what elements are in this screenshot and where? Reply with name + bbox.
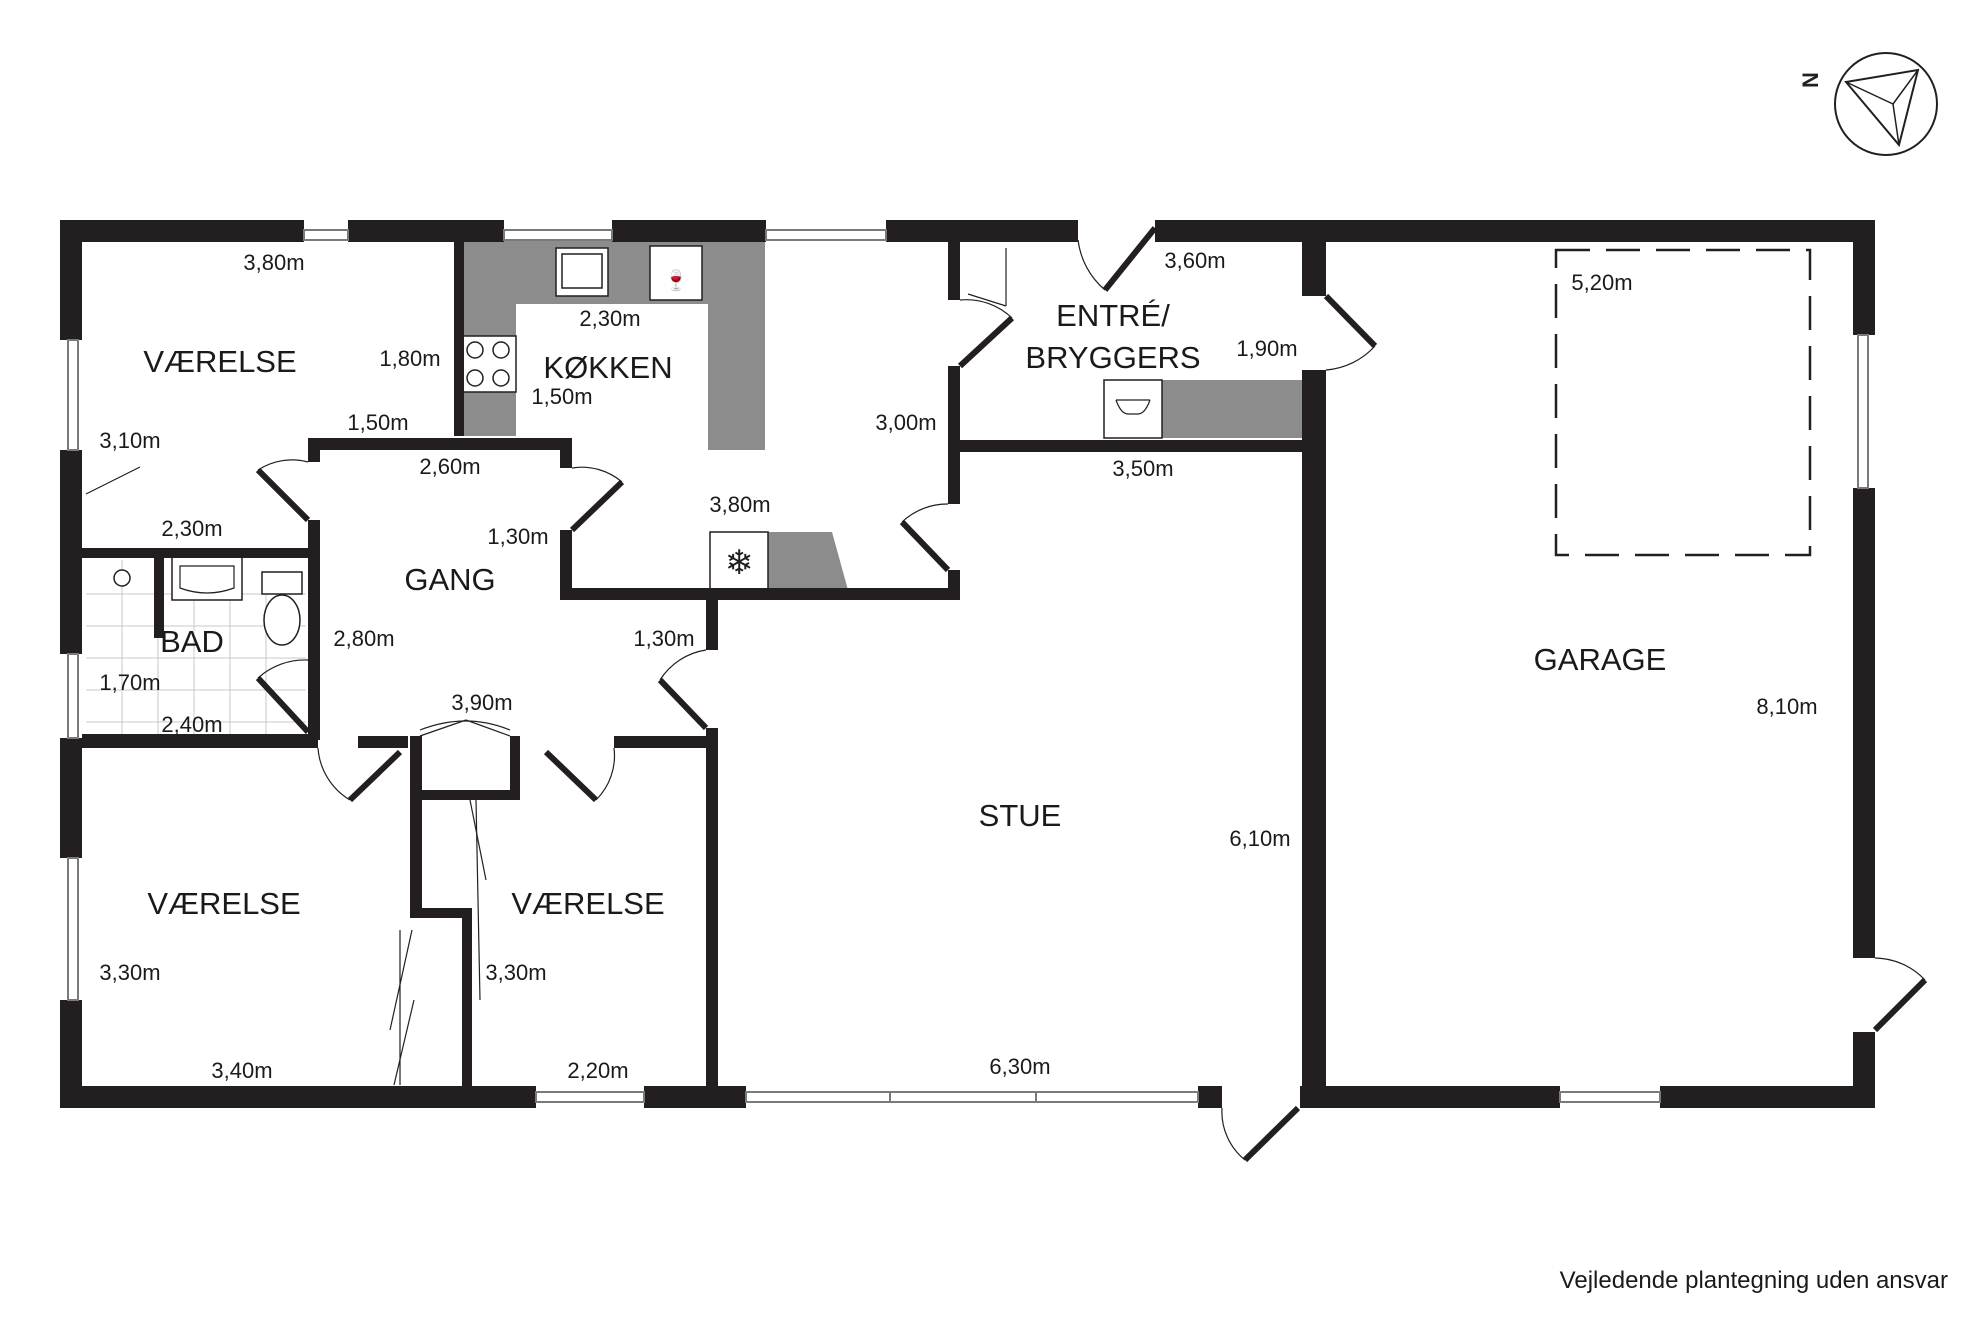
dimension-labels: 3,80m 1,80m 3,10m 1,50m 2,30m 2,30m 1,50… [99, 248, 1817, 1083]
door [543, 749, 599, 803]
dimension-label: 3,50m [1112, 456, 1173, 481]
compass-north-label: N [1798, 72, 1823, 88]
dimension-label: 1,70m [99, 670, 160, 695]
dimension-label: 1,80m [379, 346, 440, 371]
window [303, 229, 349, 241]
disclaimer-text: Vejledende plantegning uden ansvar [1560, 1267, 1948, 1294]
room-label-koekken: KØKKEN [543, 350, 672, 385]
room-labels: VÆRELSE KØKKEN ENTRÉ/ BRYGGERS GANG BAD … [143, 298, 1666, 921]
room-label-garage: GARAGE [1534, 642, 1667, 677]
compass-needle-icon [1844, 68, 1920, 148]
window [67, 339, 79, 451]
door [347, 749, 403, 803]
dimension-label: 3,90m [451, 690, 512, 715]
dimension-label: 3,60m [1164, 248, 1225, 273]
door [1242, 1105, 1301, 1163]
kitchen-counter-bottom [768, 532, 848, 590]
window [67, 857, 79, 1001]
washing-machine-icon [1103, 379, 1163, 439]
svg-text:🍷: 🍷 [664, 268, 689, 292]
room-label-entre: ENTRÉ/ [1056, 298, 1170, 333]
dimension-label: 1,50m [347, 410, 408, 435]
room-label-vaerelse-top: VÆRELSE [143, 344, 296, 379]
window [765, 229, 887, 241]
window [1857, 334, 1869, 489]
door [1323, 293, 1378, 349]
dimension-label: 6,30m [989, 1054, 1050, 1079]
room-label-bad: BAD [160, 624, 224, 659]
dimension-label: 3,30m [99, 960, 160, 985]
svg-text:❄: ❄ [725, 543, 754, 583]
toilet-icon [261, 571, 303, 595]
window [1559, 1091, 1661, 1103]
dishwasher-icon [649, 245, 703, 301]
dimension-label: 2,40m [161, 712, 222, 737]
room-label-vaerelse-bottom-mid: VÆRELSE [511, 886, 664, 921]
window [535, 1091, 645, 1103]
window [67, 653, 79, 739]
room-label-bryggers: BRYGGERS [1025, 340, 1200, 375]
window [745, 1091, 1199, 1103]
door [255, 675, 311, 735]
dimension-label: 3,00m [875, 410, 936, 435]
dimension-label: 1,30m [633, 626, 694, 651]
windows [67, 229, 1869, 1103]
dimension-label: 2,60m [419, 454, 480, 479]
compass: N [1798, 52, 1938, 156]
door [1872, 977, 1928, 1033]
walls [60, 220, 1875, 1108]
dimension-label: 6,10m [1229, 826, 1290, 851]
fixtures-layer: 🍷 ❄ [85, 240, 1812, 1086]
dimension-label: 1,50m [531, 384, 592, 409]
dimension-label: 1,90m [1236, 336, 1297, 361]
door [255, 467, 311, 523]
dimension-label: 2,80m [333, 626, 394, 651]
dimension-label: 3,40m [211, 1058, 272, 1083]
room-label-gang: GANG [404, 562, 495, 597]
kitchen-island [708, 240, 765, 450]
dimension-label: 3,30m [485, 960, 546, 985]
dimension-label: 2,30m [161, 516, 222, 541]
fridge-icon [709, 531, 769, 591]
dimension-label: 1,30m [487, 524, 548, 549]
dimension-label: 3,10m [99, 428, 160, 453]
dimension-label: 3,80m [243, 250, 304, 275]
window [503, 229, 613, 241]
shower-icon [113, 569, 131, 587]
door [657, 677, 709, 731]
dimension-label: 5,20m [1571, 270, 1632, 295]
door [1102, 226, 1158, 292]
garage-parking-outline [1554, 248, 1812, 557]
dimension-label: 8,10m [1756, 694, 1817, 719]
door [957, 315, 1015, 369]
door [569, 479, 625, 533]
doors [255, 226, 1928, 1163]
door [899, 519, 951, 573]
room-label-stue: STUE [979, 798, 1062, 833]
room-label-vaerelse-bottom-left: VÆRELSE [147, 886, 300, 921]
dimension-label: 3,80m [709, 492, 770, 517]
dimension-label: 2,30m [579, 306, 640, 331]
dimension-label: 2,20m [567, 1058, 628, 1083]
